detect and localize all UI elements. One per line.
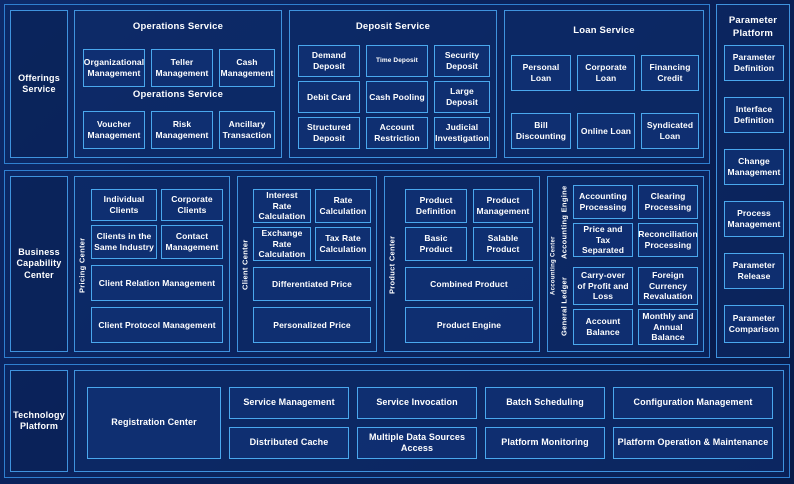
box-parameter-definition[interactable]: Parameter Definition (724, 45, 784, 81)
box-client-protocol-management[interactable]: Client Protocol Management (91, 307, 223, 343)
box-account-balance[interactable]: Account Balance (573, 309, 633, 345)
box-tax-rate-calculation[interactable]: Tax Rate Calculation (315, 227, 371, 261)
sidebar-label-technology-platform[interactable]: Technology Platform (10, 370, 68, 472)
box-ancillary-transaction[interactable]: Ancillary Transaction (219, 111, 275, 149)
box-clients-same-industry[interactable]: Clients in the Same Industry (91, 225, 157, 259)
vertical-label-pricing-center: Pricing Center (77, 237, 87, 293)
box-account-restriction[interactable]: Account Restriction (366, 117, 428, 149)
box-bill-discounting[interactable]: Bill Discounting (511, 113, 571, 149)
box-product-management[interactable]: Product Management (473, 189, 533, 223)
panel-title-parameter-platform-line2: Platform (732, 28, 774, 39)
panel-technology-platform: Registration Center Service Management D… (74, 370, 784, 472)
panel-title-parameter-platform-line1: Parameter (728, 15, 778, 26)
box-platform-operation-maintenance[interactable]: Platform Operation & Maintenance (613, 427, 773, 459)
vertical-label-accounting-engine: Accounting Engine (559, 185, 569, 259)
panel-parameter-platform: Parameter Platform Parameter Definition … (716, 4, 790, 358)
box-large-deposit[interactable]: Large Deposit (434, 81, 490, 113)
box-price-and-tax-separated[interactable]: Price and Tax Separated (573, 223, 633, 257)
box-security-deposit[interactable]: Security Deposit (434, 45, 490, 77)
panel-pricing-center: Pricing Center Individual Clients Corpor… (74, 176, 230, 352)
panel-title-deposit-service: Deposit Service (355, 21, 431, 32)
box-cash-pooling[interactable]: Cash Pooling (366, 81, 428, 113)
box-teller-management[interactable]: Teller Management (151, 49, 213, 87)
box-corporate-loan[interactable]: Corporate Loan (577, 55, 635, 91)
vertical-label-general-ledger: General Ledger (559, 276, 569, 336)
box-financing-credit[interactable]: Financing Credit (641, 55, 699, 91)
vertical-label-product-center: Product Center (387, 235, 397, 295)
box-risk-management[interactable]: Risk Management (151, 111, 213, 149)
box-rate-calculation[interactable]: Rate Calculation (315, 189, 371, 223)
sidebar-label-technology-platform-text: Technology Platform (13, 409, 65, 431)
box-change-management[interactable]: Change Management (724, 149, 784, 185)
box-demand-deposit[interactable]: Demand Deposit (298, 45, 360, 77)
box-accounting-processing[interactable]: Accounting Processing (573, 185, 633, 219)
box-service-management[interactable]: Service Management (229, 387, 349, 419)
box-basic-product[interactable]: Basic Product (405, 227, 467, 261)
box-distributed-cache[interactable]: Distributed Cache (229, 427, 349, 459)
box-corporate-clients[interactable]: Corporate Clients (161, 189, 223, 221)
box-platform-monitoring[interactable]: Platform Monitoring (485, 427, 605, 459)
sidebar-label-offerings-service-text: Offerings Service (18, 72, 60, 94)
panel-loan-service: Loan Service Personal Loan Corporate Loa… (504, 10, 704, 158)
panel-client-center: Client Center Interest Rate Calculation … (237, 176, 377, 352)
box-interest-rate-calculation[interactable]: Interest Rate Calculation (253, 189, 311, 223)
panel-title-operations-service: Operations Service (132, 21, 224, 32)
box-parameter-release[interactable]: Parameter Release (724, 253, 784, 289)
box-organizational-management[interactable]: Organizational Management (83, 49, 145, 87)
box-configuration-management[interactable]: Configuration Management (613, 387, 773, 419)
box-debit-card[interactable]: Debit Card (298, 81, 360, 113)
box-registration-center[interactable]: Registration Center (87, 387, 221, 459)
box-contact-management[interactable]: Contact Management (161, 225, 223, 259)
vertical-label-accounting-center: Accounting Center (550, 236, 557, 296)
box-monthly-annual-balance[interactable]: Monthly and Annual Balance (638, 309, 698, 345)
panel-accounting-center: Accounting Center Accounting Engine Gene… (547, 176, 704, 352)
box-online-loan[interactable]: Online Loan (577, 113, 635, 149)
sidebar-label-business-capability-center-text: Business Capability Center (16, 247, 62, 280)
box-personalized-price[interactable]: Personalized Price (253, 307, 371, 343)
box-product-engine[interactable]: Product Engine (405, 307, 533, 343)
panel-product-center: Product Center Product Definition Produc… (384, 176, 540, 352)
box-syndicated-loan[interactable]: Syndicated Loan (641, 113, 699, 149)
box-individual-clients[interactable]: Individual Clients (91, 189, 157, 221)
box-salable-product[interactable]: Salable Product (473, 227, 533, 261)
box-differentiated-price[interactable]: Differentiated Price (253, 267, 371, 301)
box-batch-scheduling[interactable]: Batch Scheduling (485, 387, 605, 419)
box-carry-over-profit-loss[interactable]: Carry-over of Profit and Loss (573, 267, 633, 305)
box-time-deposit[interactable]: Time Deposit (366, 45, 428, 77)
box-product-definition[interactable]: Product Definition (405, 189, 467, 223)
box-parameter-comparison[interactable]: Parameter Comparison (724, 305, 784, 343)
box-personal-loan[interactable]: Personal Loan (511, 55, 571, 91)
panel-title-loan-service: Loan Service (573, 25, 635, 36)
box-judicial-investigation[interactable]: Judicial Investigation (434, 117, 490, 149)
vertical-label-client-center: Client Center (240, 239, 250, 291)
box-foreign-currency-revaluation[interactable]: Foreign Currency Revaluation (638, 267, 698, 305)
box-voucher-management[interactable]: Voucher Management (83, 111, 145, 149)
box-reconciliation-processing[interactable]: Reconciliation Processing (638, 223, 698, 257)
box-process-management[interactable]: Process Management (724, 201, 784, 237)
box-structured-deposit[interactable]: Structured Deposit (298, 117, 360, 149)
box-interface-definition[interactable]: Interface Definition (724, 97, 784, 133)
box-service-invocation[interactable]: Service Invocation (357, 387, 477, 419)
box-clearing-processing[interactable]: Clearing Processing (638, 185, 698, 219)
box-exchange-rate-calculation[interactable]: Exchange Rate Calculation (253, 227, 311, 261)
sidebar-label-business-capability-center[interactable]: Business Capability Center (10, 176, 68, 352)
box-multiple-data-sources-access[interactable]: Multiple Data Sources Access (357, 427, 477, 459)
panel-title-operations-service-duplicate: Operations Service (132, 89, 224, 100)
panel-deposit-service: Deposit Service Demand Deposit Time Depo… (289, 10, 497, 158)
box-combined-product[interactable]: Combined Product (405, 267, 533, 301)
panel-operations-service: Operations Service Organizational Manage… (74, 10, 282, 158)
sidebar-label-offerings-service[interactable]: Offerings Service (10, 10, 68, 158)
box-cash-management[interactable]: Cash Management (219, 49, 275, 87)
box-client-relation-management[interactable]: Client Relation Management (91, 265, 223, 301)
